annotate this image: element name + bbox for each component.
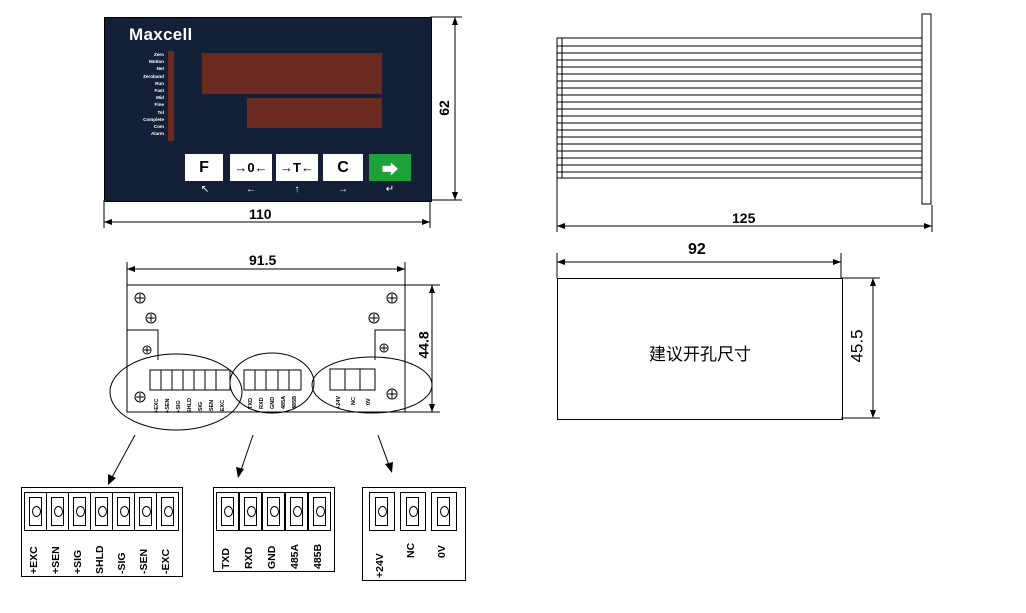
comm-terminal-block: TXD RXD GND 485A 485B — [213, 487, 335, 572]
zero-key[interactable]: →0← — [230, 154, 272, 181]
rear-terminal-label: 485A — [281, 396, 287, 409]
terminal-label: +EXC — [28, 546, 40, 574]
rear-terminal-label: 485B — [292, 396, 298, 409]
enter-key[interactable]: ⮕ — [369, 154, 411, 181]
terminal-label: GND — [266, 545, 278, 569]
terminal-label: TXD — [220, 548, 232, 569]
power-terminal-block: +24V NC 0V — [362, 487, 466, 581]
rear-terminal-label: SHLD — [187, 398, 193, 413]
terminal-label: RXD — [243, 546, 255, 569]
key-caption: → — [338, 184, 348, 195]
terminal-label: +24V — [374, 553, 386, 578]
indicator-labels: Zero Motion Net Zeroband Run Fast Mid Fi… — [127, 51, 164, 137]
terminal — [90, 492, 113, 531]
key-caption: ← — [246, 184, 256, 195]
terminal — [369, 492, 395, 531]
indicator-label: Fast — [154, 88, 164, 94]
brand-logo: Maxcell — [129, 25, 193, 44]
main-display — [202, 53, 382, 94]
terminal — [285, 492, 308, 531]
terminal — [46, 492, 69, 531]
indicator-label: Complete — [143, 116, 164, 122]
rear-terminal-label: RXD — [259, 397, 265, 409]
terminal-label: 0V — [436, 545, 448, 558]
key-caption: ↵ — [385, 184, 395, 195]
terminal-label: -SIG — [116, 552, 128, 574]
front-height-label: 62 — [435, 100, 452, 116]
load-cell-terminal-block: +EXC +SEN +SIG SHLD -SIG -SEN -EXC — [21, 487, 183, 577]
terminal-label: +SEN — [50, 546, 62, 574]
front-width-label: 110 — [249, 206, 272, 222]
side-view — [556, 13, 932, 205]
rear-terminal-label: NC — [351, 397, 357, 405]
front-panel: Maxcell Zero Motion Net Zeroband Run Fas… — [104, 17, 432, 202]
indicator-label: Motion — [148, 59, 164, 65]
terminal — [24, 492, 47, 531]
indicator-led-strip — [168, 51, 174, 141]
rear-panel — [109, 284, 433, 482]
rear-height-label: 44.8 — [415, 331, 432, 359]
side-depth-label: 125 — [732, 210, 756, 226]
sub-display — [247, 98, 382, 128]
cutout-height-label: 45.5 — [847, 329, 867, 363]
clear-key[interactable]: C — [323, 154, 363, 181]
terminal-label: NC — [405, 542, 417, 558]
terminal — [431, 492, 457, 531]
indicator-label: Zero — [154, 52, 164, 57]
terminal — [400, 492, 426, 531]
function-key[interactable]: F — [185, 154, 223, 181]
rear-terminal-label: GND — [270, 397, 276, 409]
indicator-label: Com — [153, 124, 164, 130]
rear-terminal-label: -EXC — [220, 400, 226, 413]
terminal — [68, 492, 91, 531]
terminal — [156, 492, 179, 531]
terminal-label: 485A — [289, 543, 301, 569]
indicator-label: Run — [155, 80, 164, 86]
rear-terminal-label: 0V — [366, 398, 372, 405]
rear-terminal-label: -SIG — [198, 402, 204, 413]
indicator-label: Net — [156, 66, 164, 72]
rear-terminal-label: +SIG — [176, 400, 182, 413]
terminal-label: 485B — [312, 543, 324, 569]
indicator-label: Tol — [157, 109, 164, 115]
terminal — [112, 492, 135, 531]
rear-terminal-label: +SEN — [165, 398, 171, 413]
rear-terminal-label: +EXC — [154, 398, 160, 413]
terminal-label: +SIG — [72, 549, 84, 574]
indicator-label: Zeroband — [143, 73, 164, 79]
panel-cutout: 建议开孔尺寸 — [557, 278, 843, 420]
tare-key[interactable]: →T← — [276, 154, 318, 181]
key-caption: ↑ — [294, 184, 300, 195]
rear-terminal-label: -SEN — [209, 400, 215, 413]
terminal-label: SHLD — [94, 545, 106, 574]
indicator-label: Fine — [154, 102, 164, 108]
cutout-width-label: 92 — [688, 241, 706, 258]
terminal — [216, 492, 239, 531]
terminal — [308, 492, 331, 531]
terminal-label: -SEN — [138, 548, 150, 574]
terminal-label: -EXC — [160, 548, 172, 574]
terminal — [134, 492, 157, 531]
terminal — [239, 492, 262, 531]
indicator-label: Alarm — [150, 131, 164, 137]
indicator-label: Mid — [156, 95, 164, 101]
terminal — [262, 492, 285, 531]
rear-width-label: 91.5 — [249, 252, 277, 268]
rear-terminal-label: +24V — [336, 396, 342, 409]
key-caption: ↖ — [200, 184, 210, 195]
rear-terminal-label: TXD — [248, 398, 254, 409]
cutout-label: 建议开孔尺寸 — [649, 345, 751, 364]
